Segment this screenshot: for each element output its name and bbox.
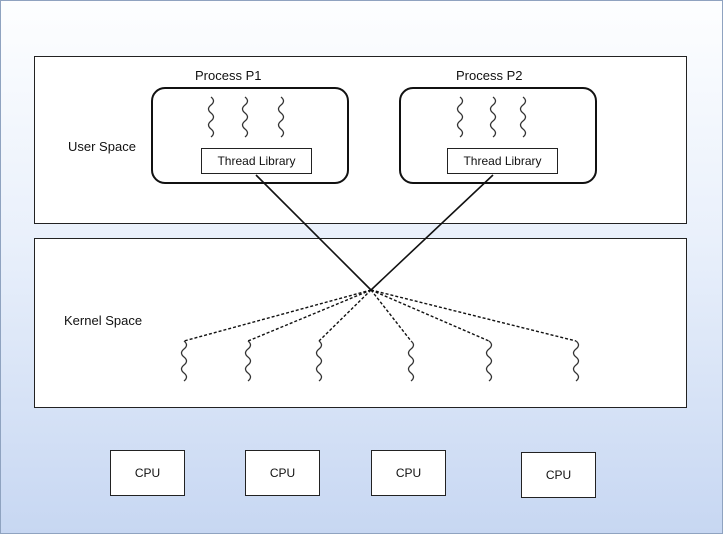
cpu-box-4: CPU (521, 452, 596, 498)
thread-library-p2: Thread Library (447, 148, 558, 174)
process-p2-title: Process P2 (456, 68, 523, 83)
process-p1-title: Process P1 (195, 68, 262, 83)
kernel-space-label: Kernel Space (64, 313, 143, 328)
cpu-box-1: CPU (110, 450, 185, 496)
process-p1-box (151, 87, 349, 184)
thread-library-p1: Thread Library (201, 148, 312, 174)
cpu-box-2: CPU (245, 450, 320, 496)
cpu-box-3: CPU (371, 450, 446, 496)
user-space-label: User Space (68, 139, 136, 154)
